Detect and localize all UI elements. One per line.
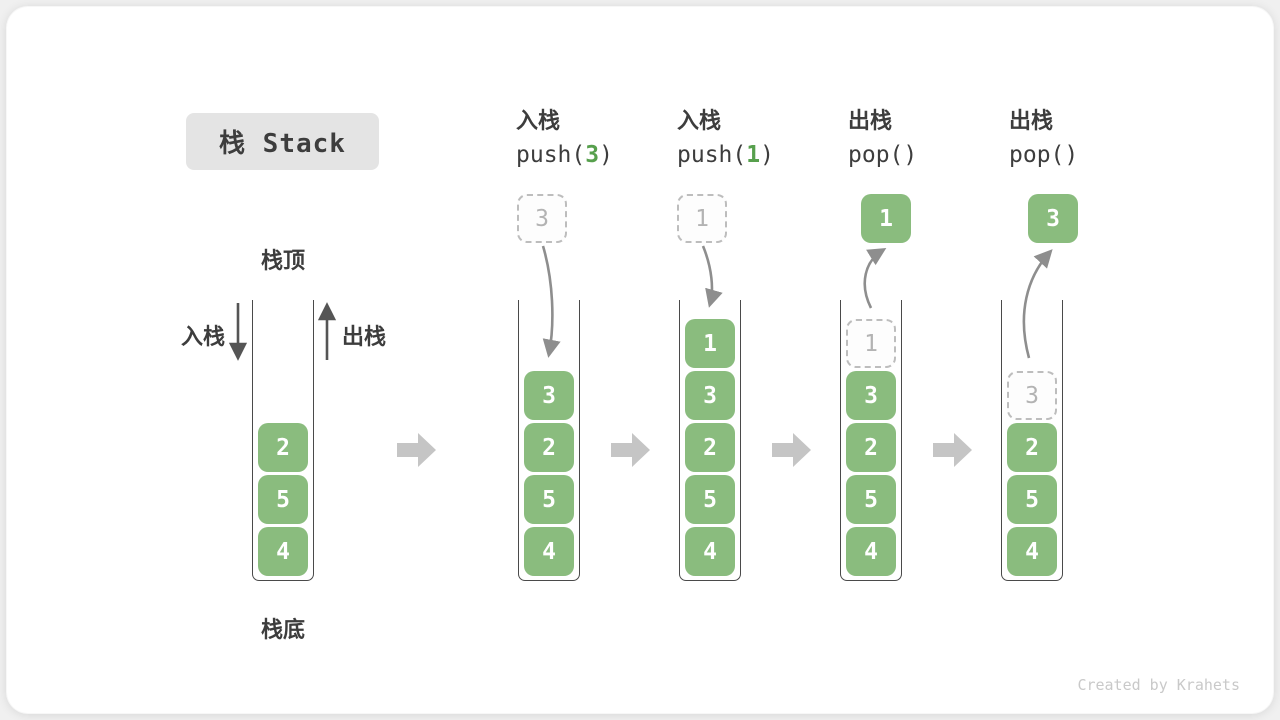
op-label: 入栈 push(3) — [516, 103, 613, 168]
op-call-label: push(1) — [677, 142, 774, 168]
op-call-pre: pop( — [848, 142, 904, 168]
stack-cell: 4 — [685, 527, 735, 576]
watermark: Created by Krahets — [1077, 676, 1240, 694]
stack-cell: 3 — [846, 371, 896, 420]
op-action-label: 入栈 — [516, 109, 561, 134]
stack-cell: 4 — [258, 527, 308, 576]
stack-cell: 2 — [258, 423, 308, 472]
stack-cell: 5 — [524, 475, 574, 524]
stack-cell: 4 — [1007, 527, 1057, 576]
floating-cell: 3 — [1028, 194, 1078, 243]
op-action-label: 出栈 — [1009, 109, 1054, 134]
stack-bottom-label: 栈底 — [260, 618, 305, 643]
op-call-label: pop() — [848, 142, 917, 168]
op-call-post: ) — [903, 142, 918, 168]
op-call-post: ) — [1064, 142, 1079, 168]
pop-side-label: 出栈 — [342, 325, 387, 350]
stack-cell: 2 — [1007, 423, 1057, 472]
op-call-post: ) — [599, 142, 613, 168]
op-call-arg: 3 — [585, 142, 600, 168]
op-call-pre: pop( — [1009, 142, 1065, 168]
stack-cell: 3 — [685, 371, 735, 420]
stack-cell: 1 — [846, 319, 896, 368]
op-action-label: 出栈 — [848, 109, 893, 134]
stack-cell: 4 — [846, 527, 896, 576]
floating-cell: 3 — [517, 194, 567, 243]
stack-cell: 2 — [524, 423, 574, 472]
stack-cell: 2 — [846, 423, 896, 472]
stack-cell: 5 — [846, 475, 896, 524]
floating-cell: 1 — [861, 194, 911, 243]
stack-cell: 5 — [1007, 475, 1057, 524]
floating-cell: 1 — [677, 194, 727, 243]
stack-cell: 3 — [1007, 371, 1057, 420]
stack-cell: 3 — [524, 371, 574, 420]
op-call-label: pop() — [1009, 142, 1078, 168]
op-call-pre: push( — [677, 142, 747, 168]
stack-cell: 5 — [258, 475, 308, 524]
diagram-title: 栈 Stack — [186, 113, 379, 170]
op-action-label: 入栈 — [677, 109, 722, 134]
op-call-post: ) — [760, 142, 774, 168]
op-call-pre: push( — [516, 142, 586, 168]
op-call-arg: 1 — [746, 142, 761, 168]
push-side-label: 入栈 — [181, 325, 226, 350]
op-label: 出栈 pop() — [848, 103, 917, 168]
stack-cell: 2 — [685, 423, 735, 472]
stack-cell: 1 — [685, 319, 735, 368]
stack-cell: 5 — [685, 475, 735, 524]
op-call-label: push(3) — [516, 142, 613, 168]
op-label: 出栈 pop() — [1009, 103, 1078, 168]
stack-cell: 4 — [524, 527, 574, 576]
op-label: 入栈 push(1) — [677, 103, 774, 168]
diagram-title-text: 栈 Stack — [219, 129, 346, 159]
stack-top-label: 栈顶 — [260, 249, 305, 274]
